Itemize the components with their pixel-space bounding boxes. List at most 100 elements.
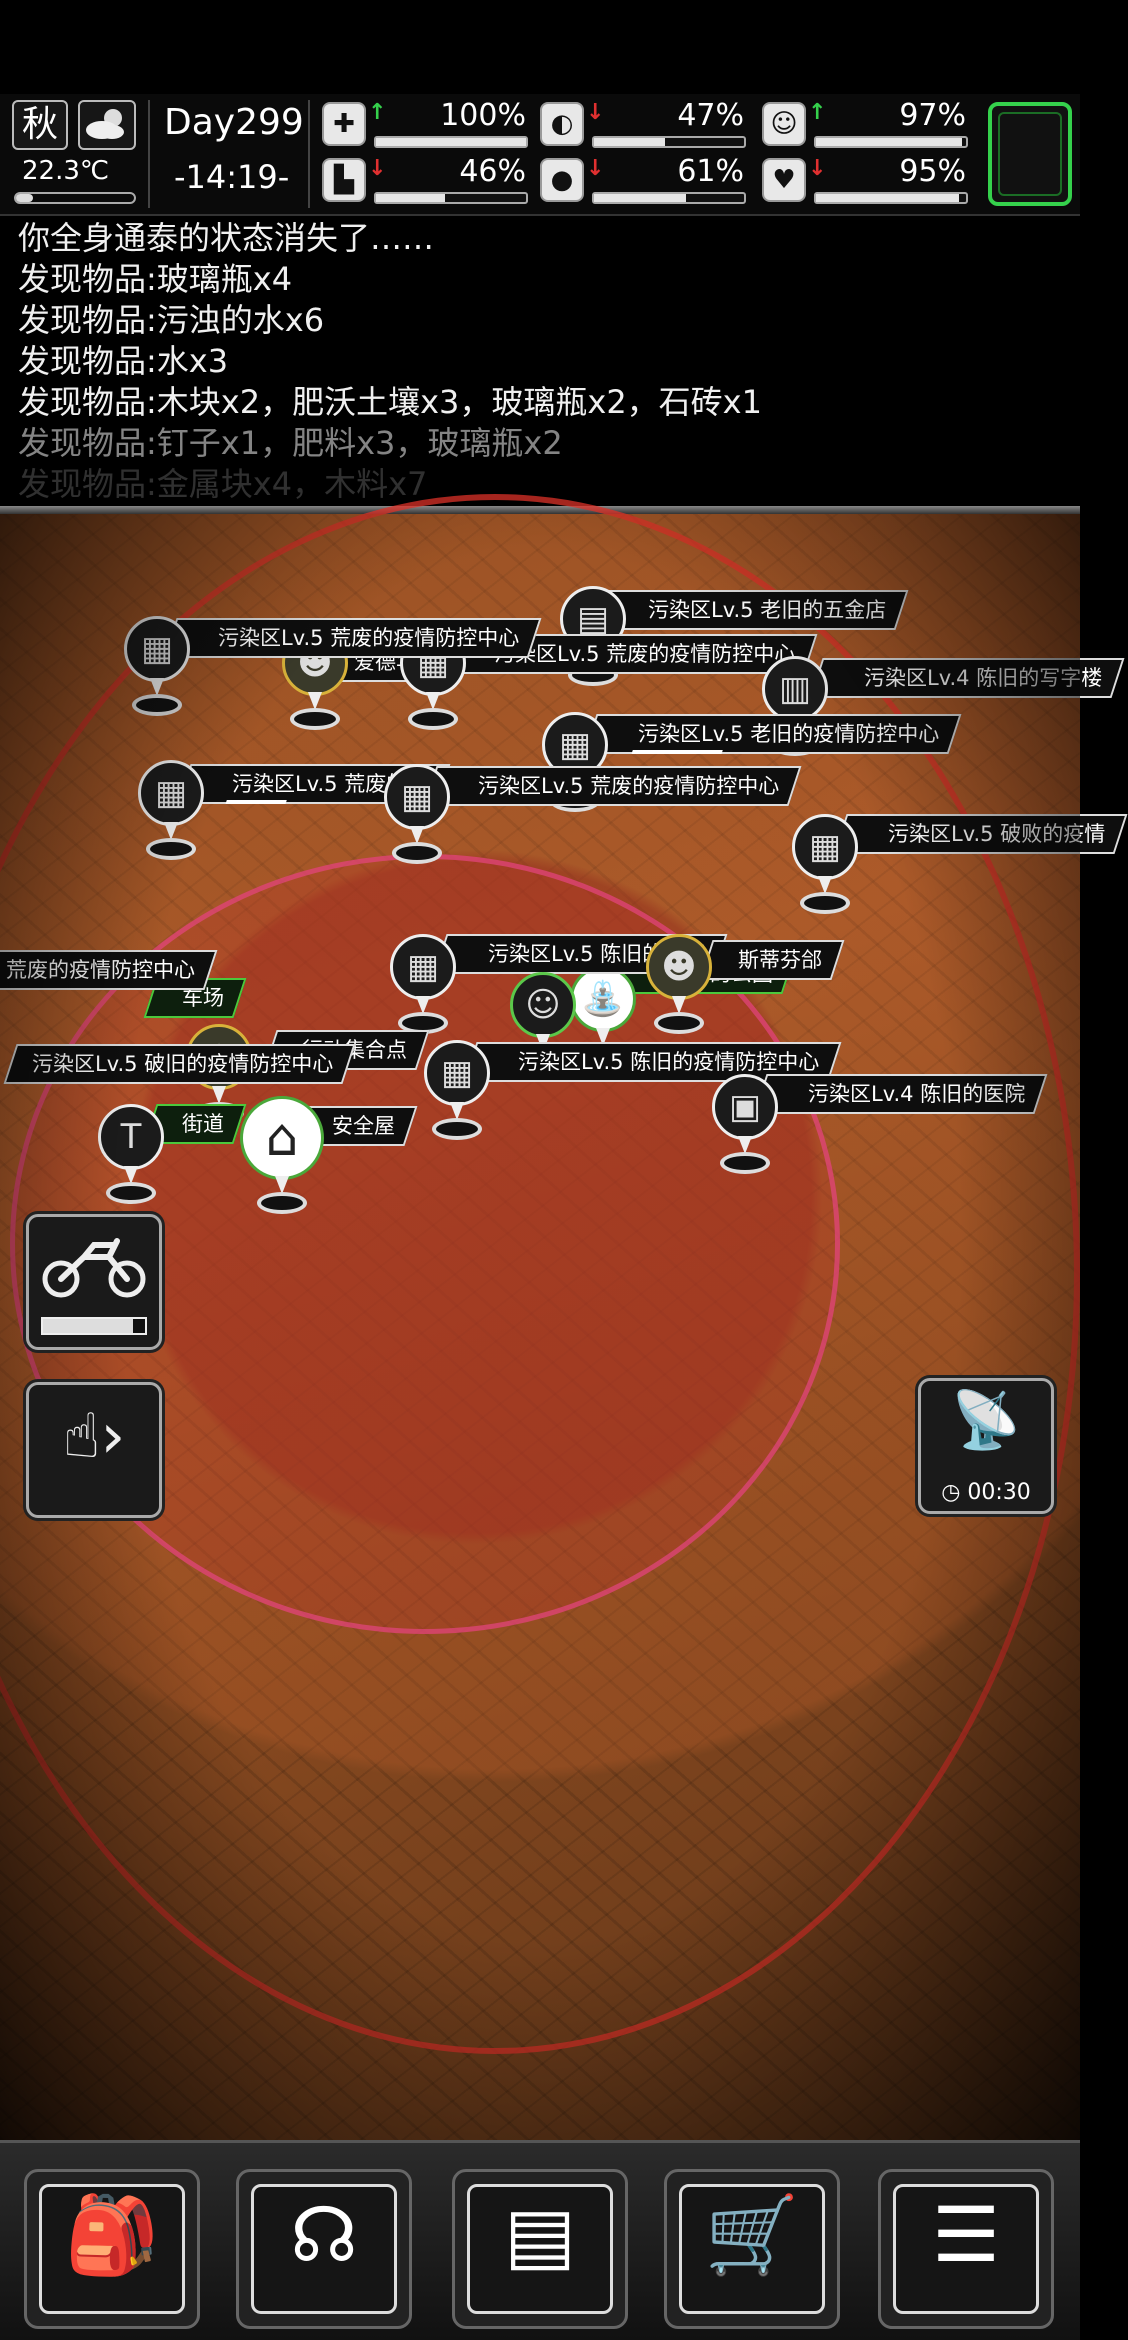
divider (308, 100, 310, 208)
status-bar: 秋 22.3℃ Day299 -14:19- ✚ ↑ 100% ◐ ↓ 47% … (0, 94, 1080, 216)
building-icon: ▦ (390, 934, 456, 1000)
list-menu-icon: ☰ (931, 2190, 1001, 2279)
building-icon: ▦ (124, 616, 190, 682)
event-log[interactable]: 你全身通泰的状态消失了…… 发现物品:玻璃瓶x4 发现物品:污浊的水x6 发现物… (0, 218, 1080, 508)
stat-value: 95% (899, 154, 966, 189)
office-icon: ▥ (762, 656, 828, 722)
location-marker[interactable]: ▦ (792, 814, 858, 916)
building-icon: ▦ (384, 764, 450, 830)
satellite-dish-icon: 📡 (951, 1388, 1021, 1453)
cloudy-sun-icon (78, 100, 136, 150)
stat-value: 61% (677, 154, 744, 189)
game-clock: -14:19- (174, 158, 290, 196)
park-icon: ⛲ (570, 966, 636, 1032)
action-button[interactable]: ☝› (26, 1382, 162, 1518)
hospital-icon: ▣ (712, 1074, 778, 1140)
cart-icon: 🛒 (704, 2190, 800, 2279)
stat-value: 97% (899, 98, 966, 133)
skills-button[interactable]: ☊ (236, 2169, 412, 2329)
stat-health: ✚ ↑ 100% (322, 98, 534, 152)
location-marker[interactable]: ▦ (384, 764, 450, 866)
building-icon: ▦ (424, 1040, 490, 1106)
world-map[interactable]: 爱德华 ☻ 污染区Lv.5 老旧的五金店 ▤ 污染区Lv.5 荒废的疫情防控中心… (0, 494, 1128, 2140)
stat-value: 100% (440, 98, 526, 133)
day-counter: Day299 (164, 102, 304, 143)
face-icon: ☺ (762, 102, 806, 146)
npc-marker[interactable]: ☻ (646, 934, 712, 1036)
location-marker[interactable]: T (98, 1104, 164, 1206)
street-icon: T (98, 1104, 164, 1170)
stat-bar (814, 192, 968, 204)
thermometer-bar (14, 192, 136, 204)
stat-bar (814, 136, 968, 148)
season-indicator: 秋 (12, 100, 68, 150)
location-label[interactable]: 污染区Lv.5 老旧的疫情防控中心 (583, 714, 962, 754)
heart-icon: ♥ (762, 158, 806, 202)
fuel-bar (41, 1317, 147, 1335)
building-icon: ▦ (138, 760, 204, 826)
location-label[interactable]: 污染区Lv.4 陈旧的医院 (753, 1074, 1048, 1114)
location-marker[interactable]: ▦ (390, 934, 456, 1036)
shop-button[interactable]: 🛒 (664, 2169, 840, 2329)
bottom-nav: 🎒 ☊ ▤ 🛒 ☰ (0, 2140, 1080, 2340)
stat-heart: ♥ ↓ 95% (762, 154, 974, 208)
stat-bar (592, 136, 746, 148)
stat-bar (374, 136, 528, 148)
equipment-slot[interactable] (988, 102, 1072, 206)
location-marker[interactable]: ▣ (712, 1074, 778, 1176)
stat-bar (592, 192, 746, 204)
location-label[interactable]: 污染区Lv.5 荒废的疫情防控中心 (163, 618, 542, 658)
vehicle-button[interactable] (26, 1214, 162, 1350)
stat-bar (374, 192, 528, 204)
trend-up-icon: ↑ (808, 100, 827, 125)
stat-value: 46% (459, 154, 526, 189)
home-icon: ⌂ (240, 1096, 324, 1180)
divider (148, 100, 150, 208)
backpack-icon: 🎒 (64, 2190, 160, 2279)
location-label[interactable]: 污染区Lv.5 破败的疫情 (833, 814, 1128, 854)
water-drop-icon: ● (540, 158, 584, 202)
tap-hand-icon: ☝› (62, 1399, 126, 1472)
log-line: 发现物品:钉子x1，肥料x3，玻璃瓶x2 (18, 424, 563, 462)
journal-button[interactable]: ▤ (452, 2169, 628, 2329)
log-line: 发现物品:玻璃瓶x4 (18, 260, 293, 298)
trend-down-icon: ↓ (586, 156, 605, 181)
log-line: 发现物品:污浊的水x6 (18, 301, 325, 339)
radar-button[interactable]: 📡 ◷ 00:30 (918, 1378, 1054, 1514)
trend-down-icon: ↓ (368, 156, 387, 181)
location-marker[interactable]: ▦ (424, 1040, 490, 1142)
stat-stamina: ▙ ↓ 46% (322, 154, 534, 208)
stat-thirst: ● ↓ 61% (540, 154, 752, 208)
trend-down-icon: ↓ (586, 100, 605, 125)
location-label[interactable]: 荒废的疫情防控中心 (0, 950, 218, 990)
log-line: 发现物品:水x3 (18, 342, 229, 380)
boot-icon: ▙ (322, 158, 366, 202)
log-line: 发现物品:金属块x4，木料x7 (18, 465, 428, 503)
person-icon: ☻ (646, 934, 712, 1000)
safehouse-marker[interactable]: ⌂ (240, 1096, 324, 1216)
location-label[interactable]: 污染区Lv.5 荒废的疫情防控中心 (423, 766, 802, 806)
stomach-icon: ◐ (540, 102, 584, 146)
log-line: 你全身通泰的状态消失了…… (18, 219, 435, 257)
radar-timer: ◷ 00:30 (941, 1480, 1031, 1505)
location-label[interactable]: 污染区Lv.5 破旧的疫情防控中心 (3, 1044, 356, 1084)
motorcycle-icon (29, 1231, 159, 1315)
building-icon: ▦ (792, 814, 858, 880)
location-marker[interactable]: ▦ (138, 760, 204, 862)
trend-down-icon: ↓ (808, 156, 827, 181)
location-label[interactable]: 污染区Lv.4 陈旧的写字楼 (809, 658, 1125, 698)
player-avatar-icon: ☺ (510, 972, 576, 1038)
log-line: 发现物品:木块x2，肥沃土壤x3，玻璃瓶x2，石砖x1 (18, 383, 762, 421)
menu-button[interactable]: ☰ (878, 2169, 1054, 2329)
brain-head-icon: ☊ (290, 2190, 358, 2279)
backpack-button[interactable]: 🎒 (24, 2169, 200, 2329)
stat-mood: ☺ ↑ 97% (762, 98, 974, 152)
location-label[interactable]: 斯蒂芬郃 (699, 940, 845, 980)
temperature: 22.3℃ (22, 156, 110, 186)
stat-hunger: ◐ ↓ 47% (540, 98, 752, 152)
trend-up-icon: ↑ (368, 100, 387, 125)
medkit-icon: ✚ (322, 102, 366, 146)
location-label[interactable]: 污染区Lv.5 老旧的五金店 (593, 590, 909, 630)
notebook-icon: ▤ (504, 2190, 576, 2279)
location-marker[interactable]: ▦ (124, 616, 190, 718)
